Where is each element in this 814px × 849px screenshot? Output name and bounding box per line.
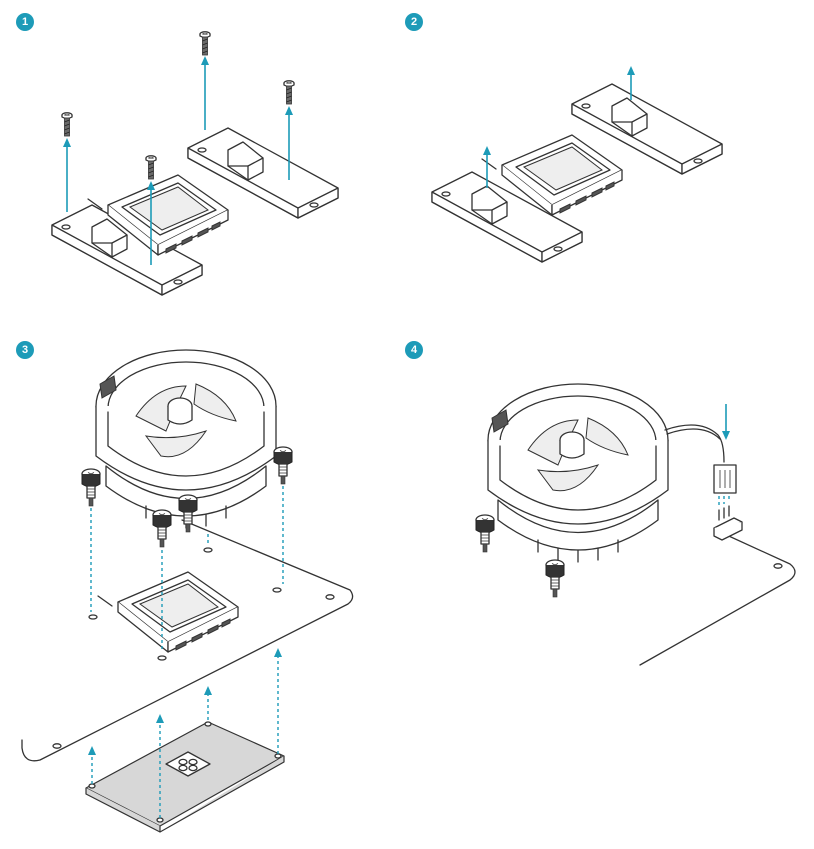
thumbscrew-1 (81, 468, 101, 507)
screw-2 (283, 80, 295, 105)
step-2-badge: 2 (405, 13, 423, 31)
step-4-badge: 4 (405, 341, 423, 359)
thumbscrew-1 (475, 514, 495, 553)
thumbscrew-2 (152, 509, 172, 548)
screw-4 (145, 155, 157, 180)
alignment-arrows (88, 486, 284, 818)
fan-cable (664, 424, 725, 463)
remove-screw-arrows (63, 56, 293, 265)
step-2-illustration (431, 66, 723, 263)
step-4-illustration (475, 383, 796, 666)
screw-3 (61, 112, 73, 137)
step-3-illustration (21, 349, 354, 833)
step-1-badge: 1 (16, 13, 34, 31)
lift-bracket-arrows (483, 66, 635, 188)
thumbscrew-3 (273, 446, 293, 485)
stock-cooler (487, 383, 669, 563)
backplate (85, 721, 285, 833)
screw-1 (199, 31, 211, 56)
step-1-illustration (51, 31, 339, 296)
motherboard-edge (639, 531, 796, 666)
cpu-socket (97, 571, 239, 653)
motherboard-edge (21, 519, 354, 762)
thumbscrew-2 (545, 559, 565, 598)
step-3-badge: 3 (16, 341, 34, 359)
connect-arrows (718, 404, 730, 506)
